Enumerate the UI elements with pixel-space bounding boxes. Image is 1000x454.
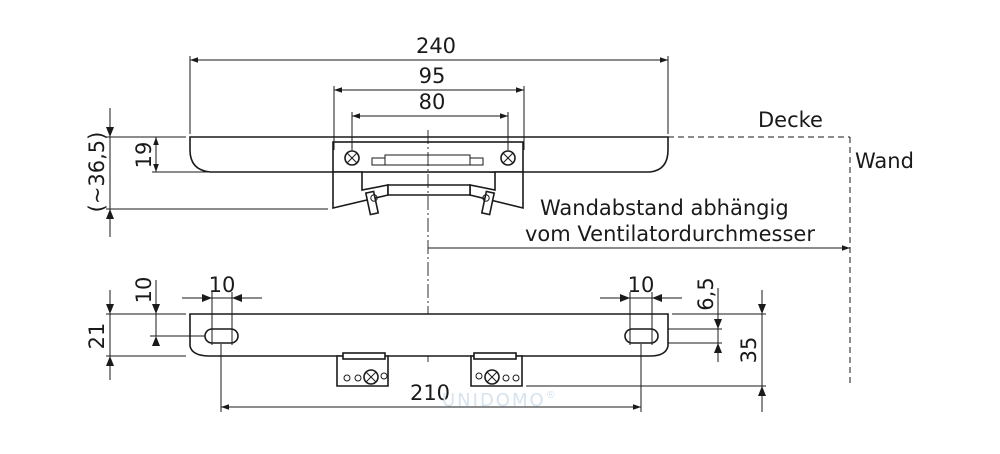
dimension-365-label: (~36,5): [85, 132, 109, 213]
dimension-240-label: 240: [416, 34, 456, 58]
slot-icon-left: [204, 327, 239, 345]
wall-distance-label-line2: vom Ventilatordurchmesser: [525, 222, 815, 246]
bottom-bracket-bar: [189, 313, 669, 357]
watermark-logo: UNIDOMO®: [442, 390, 558, 411]
mount-tab-right: [469, 157, 484, 166]
dimension-10-left-label: 10: [209, 273, 236, 297]
pin-icon-right: [480, 190, 496, 216]
hanger-arm-right: [469, 171, 524, 210]
wall-label: Wand: [855, 149, 914, 173]
bottom-view: 10 21 10 10 6,5 35 210: [85, 273, 766, 412]
dimension-19-label: 19: [132, 142, 156, 169]
dimension-95-label: 95: [419, 64, 446, 88]
ceiling-label: Decke: [758, 108, 823, 132]
screw-icon-bottom-right: [484, 369, 500, 385]
dimension-10-vertical-label: 10: [132, 277, 156, 304]
center-link: [387, 184, 471, 196]
screw-icon-top-right: [500, 150, 516, 166]
screw-icon-bottom-left: [363, 369, 379, 385]
wall-distance-label-line1: Wandabstand abhängig: [540, 196, 789, 220]
dimension-21-label: 21: [85, 323, 109, 350]
hanger-arm-left: [332, 171, 389, 210]
clip-left: [336, 352, 389, 387]
dimension-10-right-label: 10: [628, 273, 655, 297]
top-view: 240 95 80 19 (~36,5) Decke Wand Wandabst…: [85, 34, 914, 386]
mount-tab: [371, 157, 386, 166]
dimension-65-label: 6,5: [694, 277, 718, 310]
dimension-210-label: 210: [410, 381, 450, 405]
slot-icon-right: [624, 327, 659, 345]
dimension-35-label: 35: [737, 337, 761, 364]
pin-icon-left: [364, 190, 380, 216]
screw-icon-top-left: [344, 150, 360, 166]
dimension-80-label: 80: [419, 90, 446, 114]
